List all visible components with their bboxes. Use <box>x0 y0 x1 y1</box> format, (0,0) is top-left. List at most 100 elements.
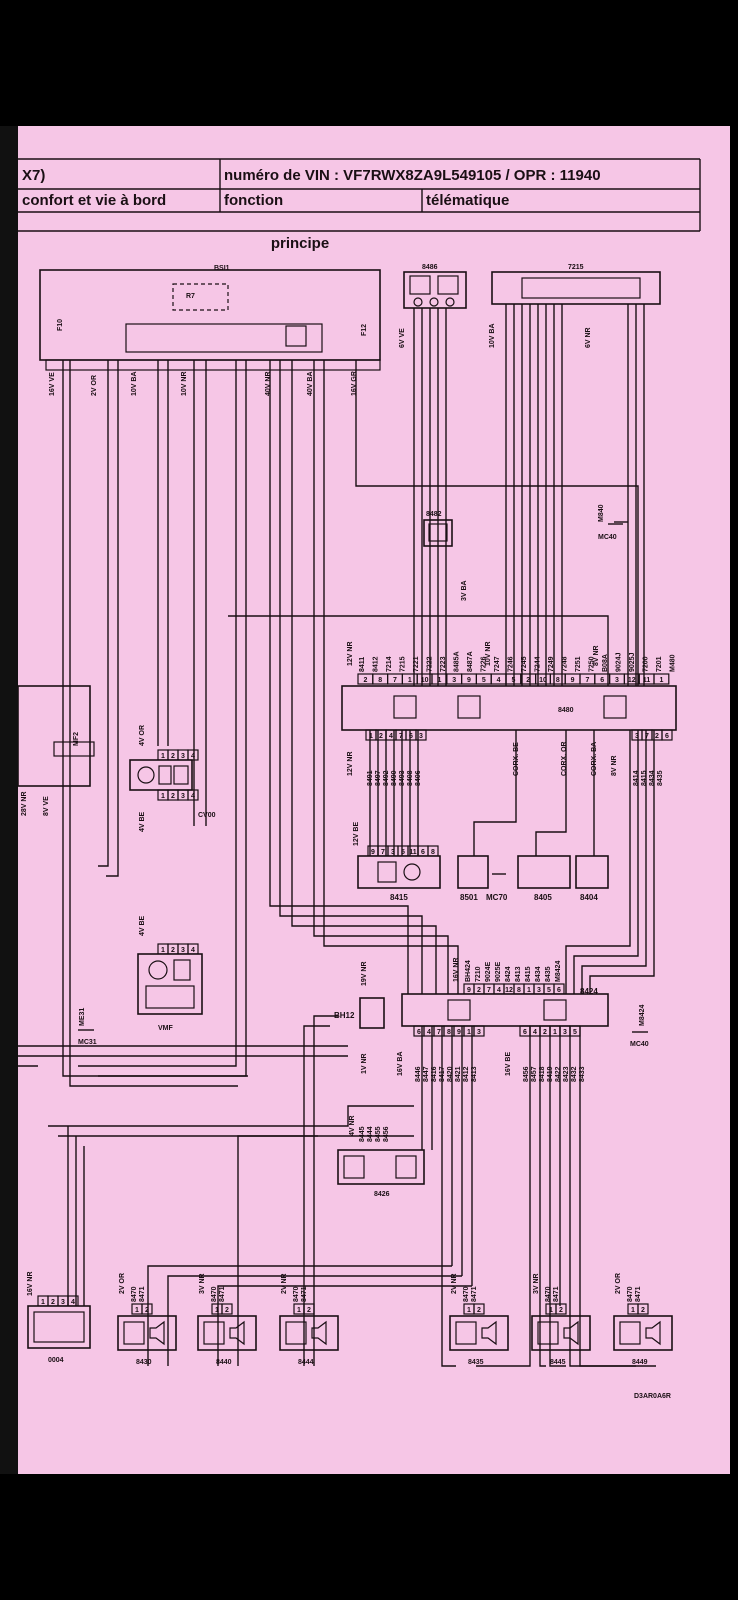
pin-number: 3 <box>452 677 456 684</box>
bsi-conn-c: 10V BA <box>131 371 138 396</box>
conn-8426: 4V NR <box>349 1115 356 1136</box>
wire-code: 8455 <box>375 1126 382 1142</box>
pin-number: 3 <box>181 793 185 800</box>
pin-number: 5 <box>547 987 551 994</box>
pin-number: 3 <box>181 753 185 760</box>
wire-code: 8485A <box>454 651 461 672</box>
component-7215: 7215 10V BA 6V NR <box>489 264 661 348</box>
speaker-label: 8449 <box>632 1359 648 1366</box>
pin-number: 2 <box>655 733 659 740</box>
pin-number: 6 <box>409 733 413 740</box>
ground-mc31: ME31 MC31 <box>78 1008 97 1046</box>
bsi-conn-a: 16V VE <box>49 372 56 396</box>
label-7215: 7215 <box>568 264 584 271</box>
pin-number: 12 <box>505 987 513 994</box>
wire-code: 8471 <box>139 1286 146 1302</box>
ground-m840-label: M840 <box>598 504 605 522</box>
pin-number: 4 <box>497 677 501 684</box>
wire-code: 7201 <box>656 656 663 672</box>
component-8501: 8501 <box>457 855 489 902</box>
conn-7215a: 10V BA <box>489 323 496 348</box>
wire-code: 8413 <box>471 1066 478 1082</box>
wire-code: 8418 <box>539 1066 546 1082</box>
relay-label: R7 <box>186 293 195 300</box>
bsi-conn-b: 2V OR <box>91 375 98 396</box>
wire-code: 7200 <box>643 656 650 672</box>
pin-number: 11 <box>643 677 651 684</box>
wire-code: 7215 <box>400 656 407 672</box>
label-8405: 8405 <box>534 893 552 902</box>
wire-code: M480 <box>670 654 677 672</box>
label-me31: ME31 <box>79 1008 86 1026</box>
conn-8480-bot-a: 12V NR <box>347 751 354 776</box>
speaker-conn: 2V OR <box>615 1273 622 1294</box>
pin-number: 3 <box>477 1029 481 1036</box>
conn-mf2b: 8V VE <box>43 796 50 816</box>
wire-code: 8433 <box>579 1066 586 1082</box>
wiring-diagram: X7) numéro de VIN : VF7RWX8ZA9L549105 / … <box>18 158 701 1400</box>
pin-number: 10 <box>421 677 429 684</box>
pin-number: 2 <box>363 677 367 684</box>
conn-8486: 6V VE <box>399 328 406 348</box>
bsi-conn-f: 40V BA <box>307 371 314 396</box>
pin-number: 1 <box>467 1307 471 1314</box>
pin-number: 12 <box>628 677 636 684</box>
wire-code: 8424 <box>505 966 512 982</box>
wire-code: 7247 <box>494 656 501 672</box>
pin-number: 1 <box>161 753 165 760</box>
pin-cell <box>221 1303 233 1315</box>
mc40-label-b: MC40 <box>630 1041 649 1048</box>
pin-number: 11 <box>409 849 417 856</box>
wire-code: 8487A <box>467 651 474 672</box>
conn-bh12-bot: 1V NR <box>361 1053 368 1074</box>
fuse-f10-label: F10 <box>57 319 64 331</box>
ground-mc40-right: M8424 MC40 <box>630 1004 649 1048</box>
speaker-icon <box>149 1320 165 1346</box>
pin-number: 2 <box>477 987 481 994</box>
wire-code: 8435 <box>657 770 664 786</box>
bsi-conn-d: 10V NR <box>181 371 188 396</box>
pin-number: 3 <box>61 1299 65 1306</box>
pin-number: 7 <box>645 733 649 740</box>
label-cv00: CV00 <box>198 812 216 819</box>
speaker-label: 8444 <box>298 1359 314 1366</box>
wire-code: 8471 <box>635 1286 642 1302</box>
wire-code: 9024J <box>616 652 623 672</box>
pin-number: 3 <box>635 733 639 740</box>
pin-number: 4 <box>497 987 501 994</box>
pin-number: 6 <box>417 1029 421 1036</box>
pin-cell <box>661 729 673 741</box>
pin-number: 4 <box>533 1029 537 1036</box>
conn-8415: 12V BE <box>353 822 360 846</box>
conn-8480-bot-e: 8V NR <box>611 755 618 776</box>
conn-8480-top-c: 8V NR <box>593 645 600 666</box>
wire-code: 8435 <box>545 966 552 982</box>
conn-bh12-top: 19V NR <box>361 961 368 986</box>
wire-code: 7248 <box>562 656 569 672</box>
conn-7215b: 6V NR <box>585 327 592 348</box>
ground-mc70: MC70 <box>486 873 508 902</box>
pin-number: 4 <box>389 733 393 740</box>
label-8426: 8426 <box>374 1191 390 1198</box>
speaker-label: 8445 <box>550 1359 566 1366</box>
wire-code: 9025J <box>629 652 636 672</box>
label-mf2: MF2 <box>73 732 80 746</box>
conn-cv00-bot: 4V BE <box>139 811 146 832</box>
wire-code: 8444 <box>367 1126 374 1142</box>
header-fonction-value: télématique <box>426 192 509 209</box>
label-8486: 8486 <box>422 264 438 271</box>
pin-number: 5 <box>482 677 486 684</box>
pin-number: 5 <box>573 1029 577 1036</box>
label-m8424: M8424 <box>639 1004 646 1026</box>
device-bezel <box>0 126 18 1474</box>
speaker-box <box>449 1315 509 1351</box>
